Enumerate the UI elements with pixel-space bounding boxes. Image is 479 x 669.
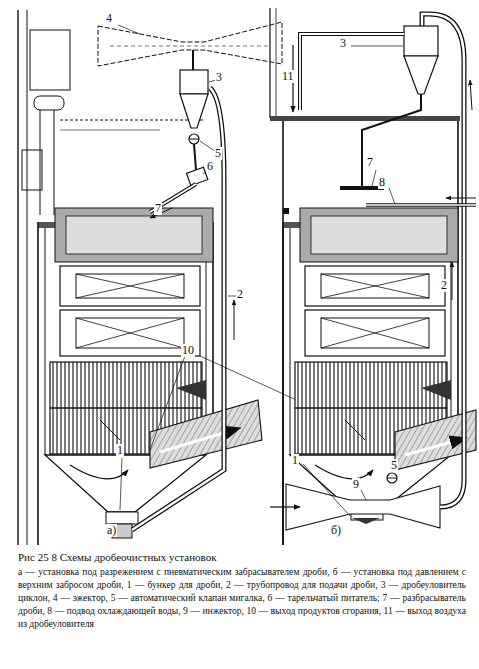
callout-number: 6 <box>206 160 214 173</box>
scheme-label: б) <box>330 524 342 537</box>
scheme-b <box>270 8 476 545</box>
figure-caption: Рис 25 8 Схемы дробеочистных установок <box>18 551 464 564</box>
scheme-label: а) <box>106 524 117 537</box>
legend-text: а — установка под разрежением с пневмати… <box>18 565 466 630</box>
callout-number: 1 <box>116 444 124 457</box>
callout-number: 7 <box>366 156 374 169</box>
callout-number: 2 <box>440 279 448 292</box>
callout-number: 5 <box>390 459 398 472</box>
callout-number: 9 <box>352 478 360 491</box>
callout-number: 4 <box>105 12 113 25</box>
callout-number: 5 <box>214 147 222 160</box>
callout-number: 7 <box>154 202 162 215</box>
callout-number: 10 <box>181 344 195 357</box>
callout-number: 1 <box>291 454 299 467</box>
callout-number: 8 <box>378 176 386 189</box>
callout-number: 3 <box>215 71 223 84</box>
callout-number: 11 <box>281 70 295 83</box>
callout-number: 2 <box>236 288 244 301</box>
callout-number: 3 <box>339 37 347 50</box>
